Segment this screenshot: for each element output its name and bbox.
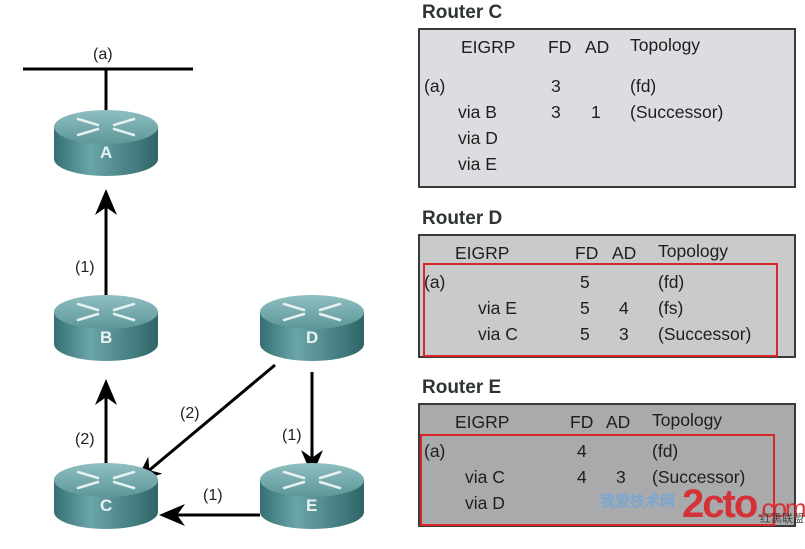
header-fd: FD: [548, 37, 572, 57]
link-arrow-d-to-c: [138, 363, 276, 480]
row-ad: 3: [619, 324, 629, 344]
router-d-title: Router D: [422, 208, 503, 229]
router-arrows-icon: [282, 302, 342, 322]
router-label: E: [306, 496, 317, 515]
highlight-box: [423, 263, 778, 357]
network-label: (a): [93, 46, 113, 63]
router-arrows-icon: [76, 117, 136, 137]
header-topology: Topology: [630, 35, 701, 55]
header-eigrp: EIGRP: [455, 412, 510, 432]
router-d-table: EIGRP FD AD Topology (a) 5 (fd) via E 5 4 (fs) via …: [418, 234, 796, 358]
row-fd: 5: [580, 272, 590, 292]
header-ad: AD: [585, 37, 610, 57]
router-top: [54, 463, 158, 497]
link-label: (1): [282, 427, 302, 444]
router-arrows-icon: [76, 302, 136, 322]
row-ad: 3: [616, 467, 626, 487]
header-ad: AD: [606, 412, 631, 432]
router-top: [260, 295, 364, 329]
header-fd: FD: [570, 412, 594, 432]
router-c-table: EIGRP FD AD Topology (a) 3 (fd) via B 3 1 (Success…: [418, 28, 796, 188]
router-c-title: Router C: [422, 2, 503, 23]
row-topology: (fd): [630, 76, 657, 96]
row-ad: 4: [619, 298, 629, 318]
link-label: (1): [75, 259, 95, 276]
router-label: A: [100, 143, 112, 162]
row-dest: (a): [424, 76, 446, 96]
row-ad: 1: [591, 102, 601, 122]
router-top: [260, 463, 364, 497]
router-top: [54, 295, 158, 329]
header-topology: Topology: [652, 410, 723, 430]
row-via: via E: [478, 298, 517, 318]
row-dest: (a): [424, 441, 446, 461]
link-label: (1): [203, 487, 223, 504]
row-via: via D: [458, 128, 498, 148]
row-fd: 3: [551, 76, 561, 96]
arrowhead-icon: [95, 189, 117, 215]
row-fd: 4: [577, 467, 587, 487]
router-arrows-icon: [76, 470, 136, 490]
arrowhead-icon: [95, 379, 117, 405]
row-dest: (a): [424, 272, 446, 292]
highlight-box: [420, 434, 775, 526]
row-via: via C: [478, 324, 518, 344]
row-fd: 5: [580, 298, 590, 318]
row-topology: (Successor): [630, 102, 724, 122]
header-eigrp: EIGRP: [455, 243, 510, 263]
network-diagram: (a) (1) (2) (2) (1) (1) A B C D E: [23, 46, 364, 529]
row-via: via C: [465, 467, 505, 487]
router-e-table: EIGRP FD AD Topology (a) 4 (fd) via C 4 3 (Success…: [418, 403, 796, 527]
router-e: E: [260, 463, 364, 529]
row-topology: (Successor): [658, 324, 752, 344]
row-via: via B: [458, 102, 497, 122]
router-d: D: [260, 295, 364, 361]
router-arrows-icon: [282, 470, 342, 490]
router-label: B: [100, 328, 112, 347]
row-topology: (fd): [658, 272, 685, 292]
router-a: A: [54, 110, 158, 176]
router-label: C: [100, 496, 112, 515]
router-top: [54, 110, 158, 144]
link-label: (2): [180, 405, 200, 422]
header-eigrp: EIGRP: [461, 37, 516, 57]
row-via: via D: [465, 493, 505, 513]
arrowhead-icon: [159, 504, 185, 526]
header-ad: AD: [612, 243, 637, 263]
row-topology: (Successor): [652, 467, 746, 487]
row-fd: 3: [551, 102, 561, 122]
row-topology: (fs): [658, 298, 684, 318]
header-topology: Topology: [658, 241, 729, 261]
router-label: D: [306, 328, 318, 347]
row-topology: (fd): [652, 441, 679, 461]
row-fd: 4: [577, 441, 587, 461]
router-e-title: Router E: [422, 377, 502, 398]
row-fd: 5: [580, 324, 590, 344]
router-b: B: [54, 295, 158, 361]
router-c: C: [54, 463, 158, 529]
link-label: (2): [75, 431, 95, 448]
header-fd: FD: [575, 243, 599, 263]
row-via: via E: [458, 154, 497, 174]
